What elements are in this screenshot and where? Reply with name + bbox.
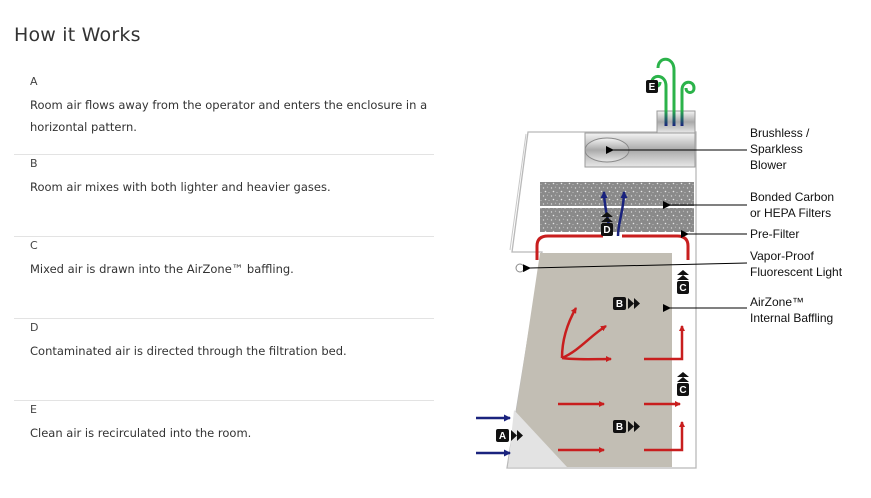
step-item: E Clean air is recirculated into the roo…	[14, 401, 434, 483]
step-item: D Contaminated air is directed through t…	[14, 319, 434, 401]
clean-air-swirl-icon	[680, 80, 696, 126]
label-prefilter: Pre-Filter	[750, 227, 800, 241]
step-item: A Room air flows away from the operator …	[14, 73, 434, 155]
badge-e: E	[646, 80, 658, 93]
steps-list: A Room air flows away from the operator …	[14, 73, 434, 483]
hepa-filter	[540, 182, 694, 206]
svg-text:C: C	[679, 283, 686, 294]
step-letter: E	[30, 403, 37, 416]
airflow-red	[561, 356, 612, 363]
airflow-red	[622, 234, 690, 260]
step-description: Room air flows away from the operator an…	[30, 98, 428, 134]
label-baffling: AirZone™ Internal Baffling	[750, 295, 834, 325]
label-blower: Brushless / Sparkless Blower	[750, 126, 810, 172]
step-description: Mixed air is drawn into the AirZone™ baf…	[30, 262, 294, 276]
svg-text:D: D	[603, 225, 610, 236]
step-letter: B	[30, 157, 38, 170]
svg-text:A: A	[499, 431, 506, 442]
front-sash	[509, 133, 527, 251]
leader-light	[522, 262, 748, 273]
airflow-red	[644, 325, 685, 361]
airflow-red	[535, 234, 603, 260]
badge-b-lower: B	[613, 420, 640, 433]
enclosure-diagram: E D C C B B A	[470, 50, 871, 493]
step-letter: D	[30, 321, 39, 334]
svg-text:C: C	[679, 385, 686, 396]
badge-a: A	[496, 429, 523, 442]
badge-b-upper: B	[613, 297, 640, 310]
pre-filter	[540, 208, 694, 232]
step-description: Room air mixes with both lighter and hea…	[30, 180, 331, 194]
step-item: B Room air mixes with both lighter and h…	[14, 155, 434, 237]
airflow-red	[644, 421, 685, 452]
badge-c-lower: C	[677, 372, 689, 396]
exhaust-duct	[656, 110, 696, 134]
sash-corner	[508, 410, 567, 467]
step-item: C Mixed air is drawn into the AirZone™ b…	[14, 237, 434, 319]
label-filters: Bonded Carbon or HEPA Filters	[750, 190, 835, 220]
step-letter: A	[30, 75, 38, 88]
airflow-blue	[616, 191, 628, 237]
badge-c-upper: C	[677, 270, 689, 294]
svg-text:E: E	[649, 82, 656, 93]
enclosure-svg: E D C C B B A	[476, 57, 748, 469]
svg-text:B: B	[616, 422, 623, 433]
airflow-red	[561, 324, 607, 360]
page-title: How it Works	[14, 24, 141, 46]
fluorescent-light-icon	[515, 263, 525, 273]
badge-d: D	[601, 212, 613, 236]
step-description: Clean air is recirculated into the room.	[30, 426, 252, 440]
clean-air-swirl-icon	[656, 57, 676, 126]
step-letter: C	[30, 239, 38, 252]
step-description: Contaminated air is directed through the…	[30, 344, 347, 358]
label-light: Vapor-Proof Fluorescent Light	[750, 249, 843, 279]
airflow-red	[560, 307, 578, 359]
svg-text:B: B	[616, 299, 623, 310]
duct-flow	[664, 110, 684, 126]
